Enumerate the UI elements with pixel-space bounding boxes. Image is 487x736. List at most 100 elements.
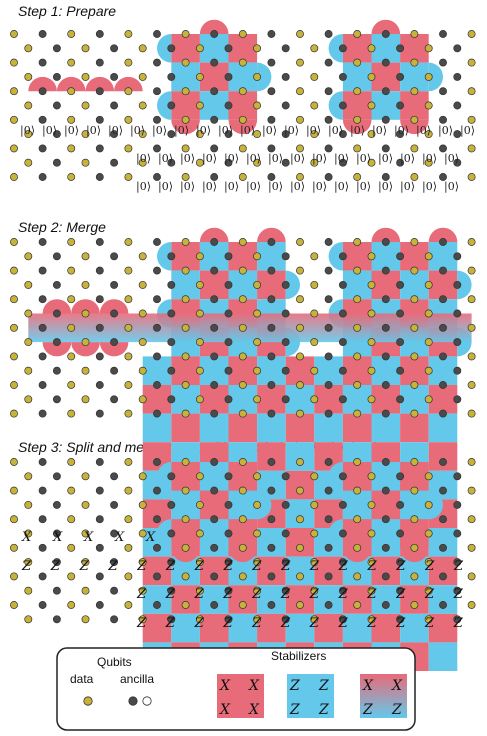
ancilla-qubit xyxy=(153,409,161,418)
ancilla-qubit xyxy=(167,280,176,289)
data-qubit xyxy=(310,280,319,289)
z-stabilizer xyxy=(257,413,286,443)
data-qubit xyxy=(296,352,304,361)
x-stabilizer xyxy=(400,585,429,614)
ancilla-qubit xyxy=(338,366,347,375)
data-qubit xyxy=(138,338,147,347)
z-stabilizer xyxy=(171,613,200,643)
ancilla-qubit xyxy=(396,500,405,509)
ancilla-qubit xyxy=(38,515,47,524)
data-qubit xyxy=(310,101,319,110)
ket-zero-label: |0⟩ xyxy=(438,124,453,138)
z-measurement-label: Z xyxy=(222,587,233,602)
ancilla-qubit xyxy=(52,366,61,375)
ancilla-qubit xyxy=(324,572,333,581)
x-boundary-stabilizer xyxy=(199,447,229,462)
data-qubit xyxy=(81,252,90,261)
ancilla-qubit xyxy=(267,381,276,389)
ancilla-qubit xyxy=(153,323,161,332)
ancilla-qubit xyxy=(95,30,104,38)
z-stabilizer xyxy=(428,585,458,614)
data-qubit xyxy=(253,252,262,261)
ancilla-qubit xyxy=(281,252,290,261)
ancilla-qubit xyxy=(281,101,290,110)
data-qubit xyxy=(467,572,476,581)
ancilla-qubit xyxy=(267,352,276,361)
ancilla-qubit xyxy=(110,280,119,289)
data-qubit xyxy=(467,352,476,361)
ket-zero-label: |0⟩ xyxy=(350,124,365,138)
z-stabilizer xyxy=(371,34,401,63)
data-qubit xyxy=(238,381,247,389)
data-qubit xyxy=(67,409,76,418)
ancilla-qubit xyxy=(153,543,161,552)
data-qubit xyxy=(124,295,133,304)
data-qubit xyxy=(67,458,76,466)
x-stabilizer xyxy=(400,519,429,548)
ancilla-qubit xyxy=(224,529,233,538)
data-qubit xyxy=(138,44,147,53)
ancilla-qubit xyxy=(381,515,390,524)
ancilla-qubit xyxy=(453,529,462,538)
ancilla-qubit xyxy=(381,238,390,246)
data-qubit xyxy=(10,458,18,466)
data-qubit xyxy=(410,30,419,38)
data-qubit xyxy=(367,44,376,53)
data-qubit xyxy=(410,173,419,181)
data-qubit xyxy=(10,238,18,246)
x-stabilizer xyxy=(199,385,229,414)
z-stabilizer xyxy=(400,490,429,520)
data-qubit xyxy=(424,130,433,139)
ancilla-qubit xyxy=(52,558,61,567)
z-stabilizer xyxy=(428,528,458,557)
data-qubit xyxy=(181,266,190,275)
data-qubit xyxy=(310,130,319,139)
ancilla-qubit xyxy=(324,58,333,67)
data-qubit xyxy=(67,295,76,304)
ket-zero-label: |0⟩ xyxy=(394,124,409,138)
ancilla-qubit xyxy=(95,238,104,246)
data-qubit xyxy=(353,238,362,246)
ancilla-qubit xyxy=(95,458,104,466)
x-boundary-stabilizer xyxy=(228,119,258,135)
ancilla-qubit xyxy=(453,395,462,404)
ancilla-qubit xyxy=(52,500,61,509)
data-qubit xyxy=(10,144,18,153)
ancilla-qubit xyxy=(52,338,61,347)
ancilla-qubit xyxy=(439,173,447,181)
ancilla-qubit xyxy=(267,323,276,332)
ket-zero-label: |0⟩ xyxy=(422,180,437,194)
z-stabilizer xyxy=(171,490,200,520)
ancilla-qubit xyxy=(396,615,405,624)
data-qubit xyxy=(310,252,319,261)
data-qubit xyxy=(310,586,319,595)
z-boundary-stabilizer xyxy=(257,490,272,520)
step1-title: Step 1: Prepare xyxy=(18,3,116,19)
data-qubit xyxy=(124,486,133,495)
ancilla-qubit xyxy=(324,30,333,38)
x-stabilizer-swatch xyxy=(217,674,264,718)
x-stabilizer xyxy=(400,242,429,271)
ket-zero-label: |0⟩ xyxy=(86,124,101,138)
ancilla-qubit xyxy=(153,295,161,304)
data-qubit xyxy=(181,381,190,389)
data-qubit xyxy=(67,323,76,332)
data-qubit xyxy=(424,338,433,347)
z-boundary-stabilizer xyxy=(157,242,172,271)
data-qubit xyxy=(138,586,147,595)
ket-zero-label: |0⟩ xyxy=(444,152,459,166)
ancilla-qubit xyxy=(38,87,47,96)
x-stabilizer xyxy=(342,585,372,614)
ancilla-qubit xyxy=(210,58,219,67)
ancilla-qubit xyxy=(153,144,161,153)
data-qubit xyxy=(238,144,247,153)
ket-zero-label: |0⟩ xyxy=(328,124,343,138)
data-qubit xyxy=(195,472,204,481)
ket-zero-label: |0⟩ xyxy=(108,124,123,138)
ancilla-qubit xyxy=(439,238,447,246)
ancilla-qubit xyxy=(267,572,276,581)
z-boundary-stabilizer xyxy=(457,270,472,300)
z-measurement-label: Z xyxy=(194,587,205,602)
ancilla-qubit xyxy=(381,87,390,96)
data-qubit xyxy=(67,601,76,609)
